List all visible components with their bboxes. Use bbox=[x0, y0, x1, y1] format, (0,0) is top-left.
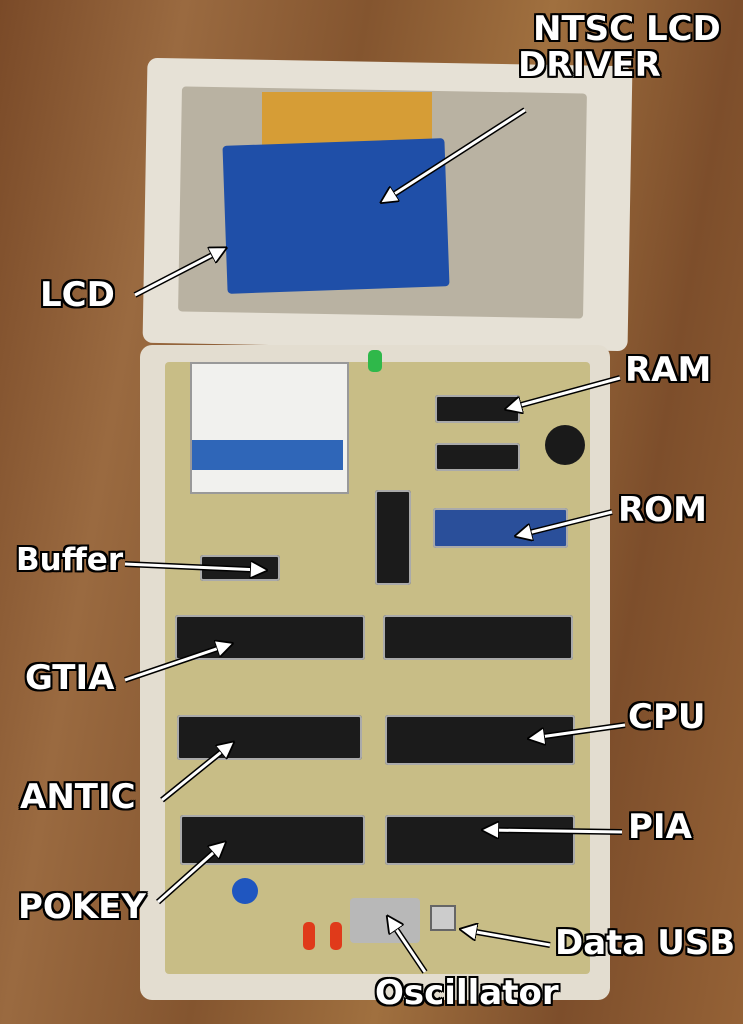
led-red-1 bbox=[303, 922, 315, 950]
oscillator-can bbox=[350, 898, 420, 943]
logic-chip bbox=[375, 490, 411, 585]
potentiometer bbox=[232, 878, 258, 904]
compactflash-card bbox=[190, 362, 349, 494]
label-pia: PIA bbox=[628, 807, 692, 847]
usb-port bbox=[430, 905, 456, 931]
arrow-lcd bbox=[134, 250, 222, 297]
arrow-buffer bbox=[124, 564, 262, 570]
label-pokey: POKEY bbox=[18, 887, 147, 927]
arrow-pokey bbox=[157, 845, 222, 904]
label-lcd: LCD bbox=[40, 275, 115, 315]
arrow-ram bbox=[510, 376, 621, 408]
antic-chip bbox=[177, 715, 362, 760]
arrow-oscillator bbox=[390, 920, 427, 973]
compactflash-label-stripe bbox=[192, 440, 343, 470]
label-gtia: GTIA bbox=[25, 658, 115, 698]
pia-chip bbox=[385, 815, 575, 865]
label-rom: ROM bbox=[618, 490, 707, 530]
arrow-cpu bbox=[533, 723, 626, 738]
label-cpu: CPU bbox=[628, 697, 706, 737]
arrow-data-usb bbox=[465, 930, 551, 947]
label-antic: ANTIC bbox=[20, 777, 136, 817]
label-ntsc-line1: NTSC LCD bbox=[533, 9, 721, 49]
led-green bbox=[368, 350, 382, 372]
led-red-2 bbox=[330, 922, 342, 950]
label-oscillator: Oscillator bbox=[375, 973, 559, 1013]
arrow-gtia bbox=[124, 645, 228, 682]
label-ram: RAM bbox=[625, 350, 712, 390]
label-ntsc-line2: DRIVER bbox=[518, 44, 661, 85]
label-data-usb: Data USB bbox=[555, 923, 736, 963]
ram-chip-2 bbox=[435, 443, 520, 471]
cpu-adjacent-chip bbox=[383, 615, 573, 660]
arrow-antic bbox=[161, 745, 230, 802]
arrow-rom bbox=[520, 510, 613, 535]
arrow-pia bbox=[487, 830, 623, 832]
label-buffer: Buffer bbox=[16, 542, 124, 578]
arrow-ntsc-lcd-driver bbox=[385, 108, 526, 200]
label-ntsc-lcd-driver: NTSC LCD DRIVER bbox=[518, 9, 721, 85]
dial bbox=[545, 425, 585, 465]
